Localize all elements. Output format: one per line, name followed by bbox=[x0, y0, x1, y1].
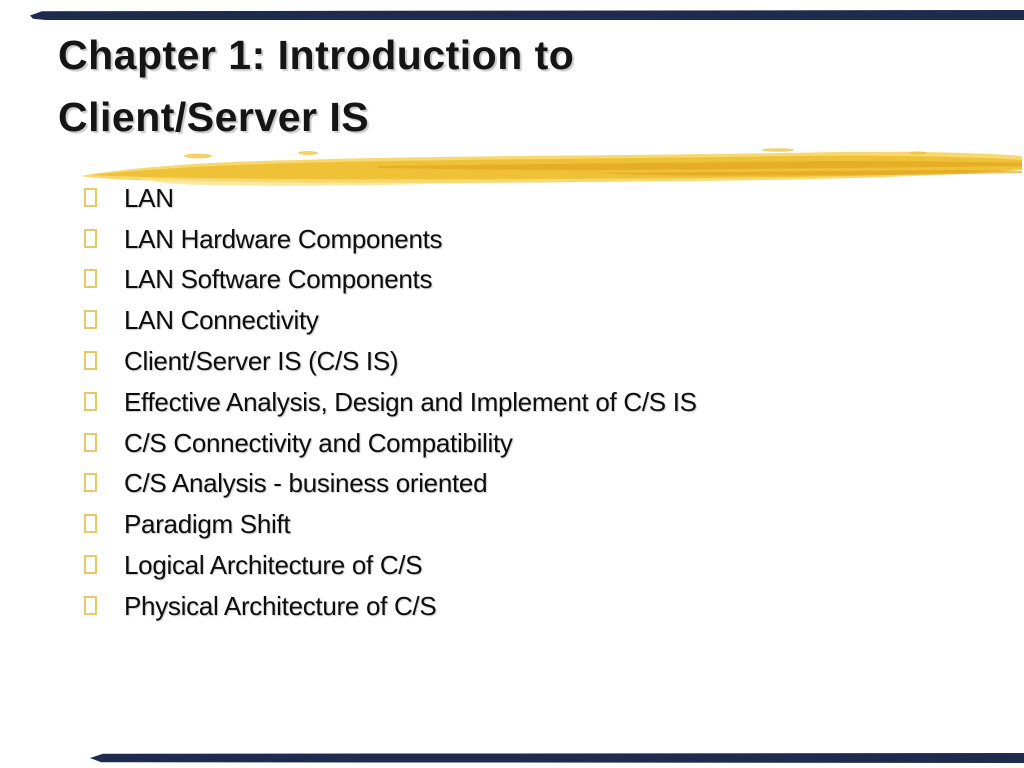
bottom-bar-decoration bbox=[90, 753, 1024, 763]
bullet-square-icon bbox=[84, 595, 97, 615]
bullet-square-icon bbox=[84, 310, 97, 330]
list-item-text: C/S Analysis - business oriented bbox=[124, 468, 488, 499]
list-item: C/S Connectivity and Compatibility bbox=[84, 423, 984, 464]
bullet-square-icon bbox=[84, 269, 97, 289]
list-item: Effective Analysis, Design and Implement… bbox=[84, 382, 984, 423]
list-item-text: LAN Hardware Components bbox=[124, 223, 443, 254]
top-bar-decoration bbox=[30, 10, 1024, 20]
bullet-square-icon bbox=[84, 351, 97, 371]
list-item: Physical Architecture of C/S bbox=[84, 586, 984, 627]
slide-title: Chapter 1: Introduction to Client/Server… bbox=[58, 24, 978, 148]
list-item-text: Physical Architecture of C/S bbox=[124, 590, 437, 621]
bullet-square-icon bbox=[84, 555, 97, 575]
list-item: LAN bbox=[84, 178, 984, 219]
brush-stroke-icon bbox=[80, 148, 1022, 186]
list-item-text: LAN bbox=[124, 182, 174, 213]
bullet-square-icon bbox=[84, 228, 97, 248]
list-item: LAN Connectivity bbox=[84, 300, 984, 341]
list-item: LAN Hardware Components bbox=[84, 219, 984, 260]
agenda-list: LAN LAN Hardware Components LAN Software… bbox=[84, 178, 984, 627]
list-item-text: LAN Software Components bbox=[124, 264, 433, 295]
title-line-2: Client/Server IS bbox=[58, 94, 370, 140]
list-item: LAN Software Components bbox=[84, 260, 984, 301]
list-item-text: C/S Connectivity and Compatibility bbox=[124, 427, 513, 458]
bullet-square-icon bbox=[84, 187, 97, 207]
list-item-text: Effective Analysis, Design and Implement… bbox=[124, 386, 697, 417]
list-item-text: Client/Server IS (C/S IS) bbox=[124, 346, 399, 377]
list-item-text: Logical Architecture of C/S bbox=[124, 550, 423, 581]
bullet-square-icon bbox=[84, 432, 97, 452]
list-item: Logical Architecture of C/S bbox=[84, 545, 984, 586]
bullet-square-icon bbox=[84, 514, 97, 534]
list-item: C/S Analysis - business oriented bbox=[84, 464, 984, 505]
bullet-square-icon bbox=[84, 473, 97, 493]
list-item-text: Paradigm Shift bbox=[124, 509, 291, 540]
list-item: Client/Server IS (C/S IS) bbox=[84, 341, 984, 382]
bullet-square-icon bbox=[84, 391, 97, 411]
list-item: Paradigm Shift bbox=[84, 504, 984, 545]
list-item-text: LAN Connectivity bbox=[124, 305, 319, 336]
title-line-1: Chapter 1: Introduction to bbox=[58, 32, 575, 78]
